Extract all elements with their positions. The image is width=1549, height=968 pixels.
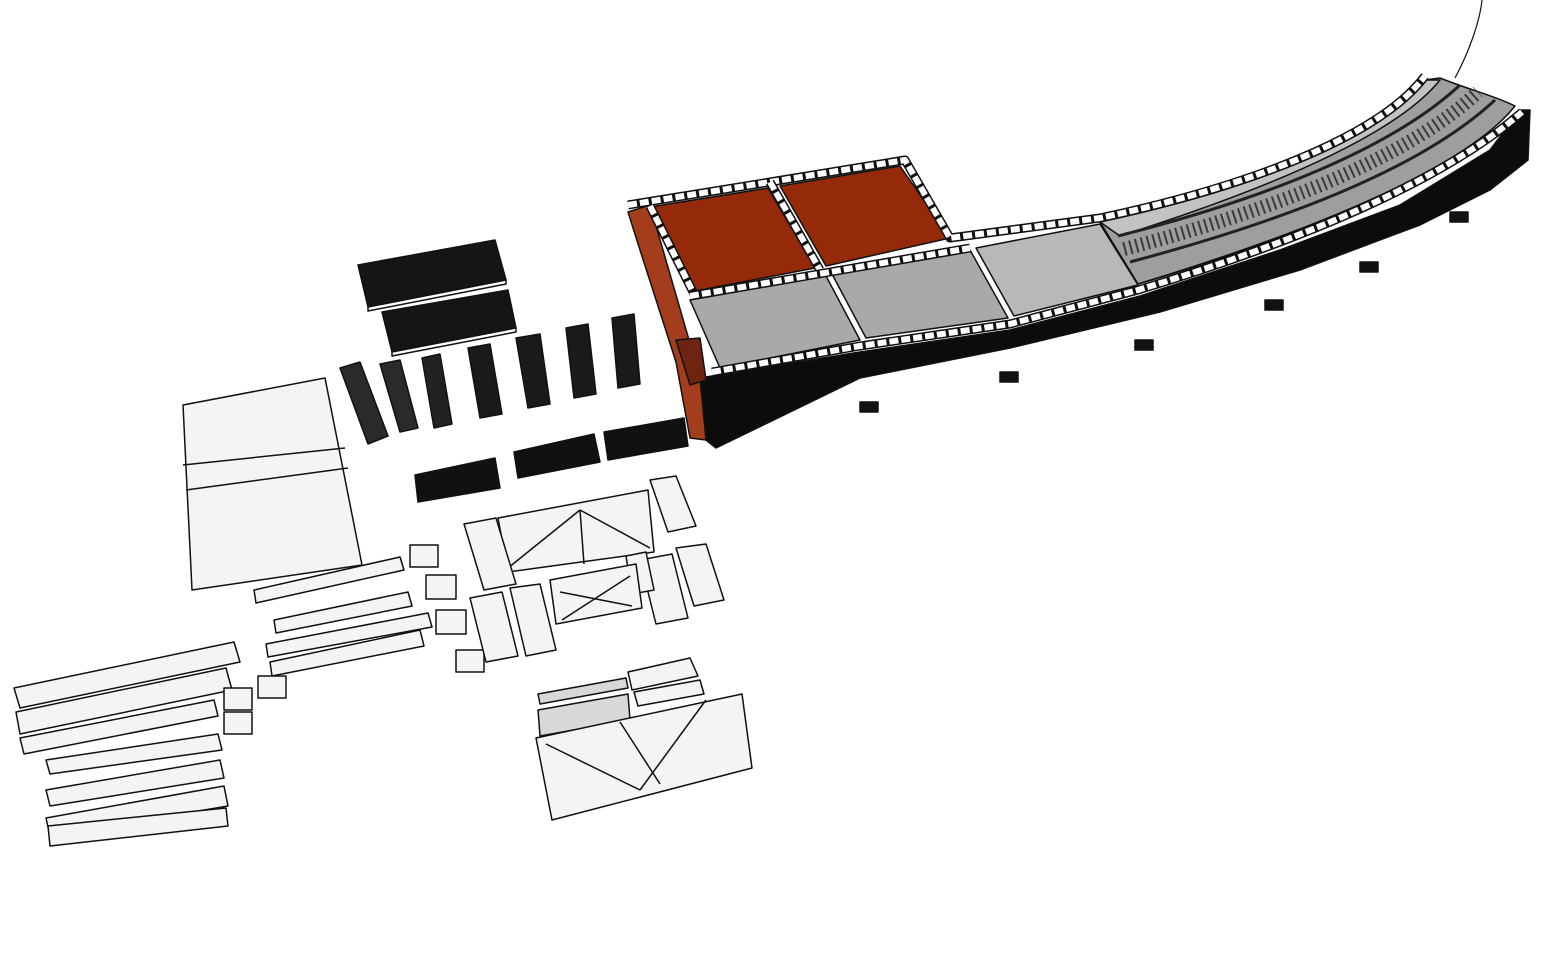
long-rail-1 xyxy=(13,641,241,709)
braced-frame-lower-brace-3 xyxy=(619,721,661,785)
braced-frame-upper-post xyxy=(579,509,585,565)
connector-piece-1 xyxy=(627,657,699,691)
braced-frame-lower-brace-2 xyxy=(639,699,707,791)
dark-strip-2 xyxy=(513,433,601,479)
base-plate-rib-1 xyxy=(182,447,346,466)
upright-frame-5 xyxy=(639,553,689,625)
dark-strip-1 xyxy=(414,457,501,503)
coping-mid-edge-inner xyxy=(689,245,971,299)
dark-block-4 xyxy=(467,343,503,419)
white-parts xyxy=(13,377,753,847)
long-rail-5 xyxy=(45,759,225,807)
braced-frame-lower xyxy=(535,693,753,821)
braced-frame-upper-brace-1 xyxy=(507,509,581,569)
small-block-3 xyxy=(435,609,467,635)
upright-frame-6 xyxy=(675,543,725,607)
module-end-wall xyxy=(627,204,707,441)
module-feet xyxy=(859,211,1469,413)
braced-frame-small-x-1 xyxy=(559,591,633,607)
upright-frame-3 xyxy=(469,591,519,663)
cable xyxy=(1454,0,1483,79)
dark-block-1 xyxy=(339,361,389,445)
braced-frame-upper-brace-2 xyxy=(579,509,651,549)
braced-frame-small-x-2 xyxy=(561,575,631,621)
base-plate-rib-2 xyxy=(185,467,349,491)
track-rail-outer xyxy=(1117,83,1462,238)
small-block-4 xyxy=(455,649,485,673)
dark-block-2 xyxy=(379,359,419,433)
module-front-wall xyxy=(699,109,1531,449)
coping-divider-inner xyxy=(647,180,823,298)
dark-parts xyxy=(339,239,689,503)
coping-front-edge-inner xyxy=(711,109,1524,375)
upright-frame-2 xyxy=(649,475,697,533)
small-block-1 xyxy=(409,544,439,568)
braced-frame-small xyxy=(549,563,643,625)
rail-piece-2 xyxy=(273,591,413,634)
dark-block-5 xyxy=(515,333,551,409)
dark-block-3 xyxy=(421,353,453,429)
small-block-7 xyxy=(223,711,253,735)
track-sleepers xyxy=(1122,86,1483,256)
small-block-6 xyxy=(223,687,253,711)
long-rail-4 xyxy=(45,733,223,775)
base-plate xyxy=(182,377,363,591)
long-rail-3 xyxy=(19,699,219,755)
coping-stones xyxy=(627,73,1525,377)
upright-frame-1 xyxy=(463,517,517,591)
connector-piece-2 xyxy=(633,679,705,707)
coping-back-edge-inner xyxy=(627,74,1428,241)
grey-deck-tile-3 xyxy=(975,223,1139,317)
dark-block-6 xyxy=(565,323,597,399)
dark-block-7 xyxy=(611,313,641,389)
assembled-module xyxy=(627,0,1531,449)
small-block-2 xyxy=(425,574,457,600)
rail-piece-3 xyxy=(265,612,433,658)
rail-piece-1 xyxy=(253,556,405,604)
small-block-5 xyxy=(257,675,287,699)
module-end-wall-shadow xyxy=(675,337,707,386)
dark-panel-1-edge xyxy=(367,279,507,312)
long-rail-7 xyxy=(47,807,229,847)
rail-piece-4 xyxy=(269,629,425,677)
dark-strip-3 xyxy=(603,417,689,461)
dark-panel-2-edge xyxy=(391,327,517,357)
upright-frame-4 xyxy=(509,583,557,657)
braced-frame-lower-brace-1 xyxy=(545,743,641,791)
toothed-bar-1 xyxy=(537,677,629,705)
track-rail-inner xyxy=(1129,98,1497,264)
